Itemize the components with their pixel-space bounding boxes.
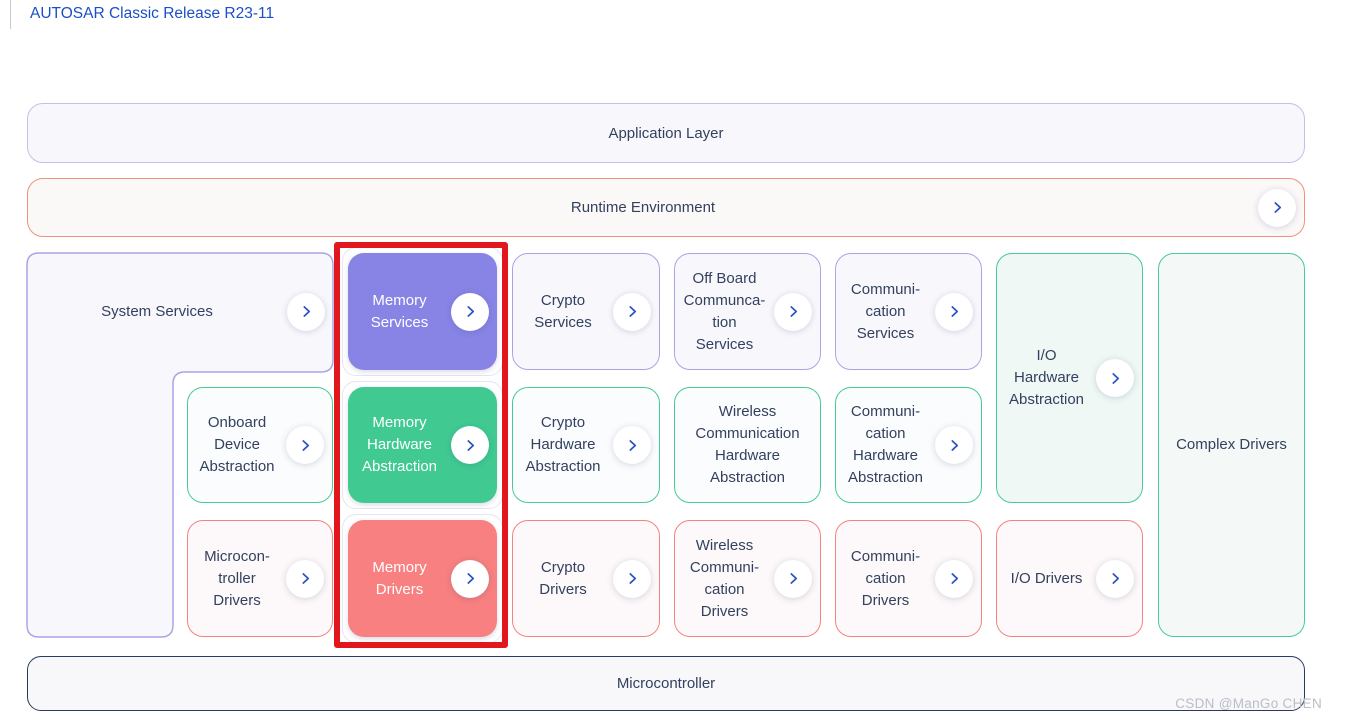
layer-runtime-environment[interactable]: Runtime Environment [27, 178, 1305, 237]
block-label: Crypto Services [534, 291, 592, 331]
block-label: Onboard Device Abstraction [199, 414, 275, 475]
block-communication-drivers[interactable]: Communi- cation Drivers [835, 520, 982, 637]
layer-label: Application Layer [608, 124, 724, 142]
chevron-right-icon[interactable] [613, 426, 651, 464]
block-onboard-device-abstraction[interactable]: Onboard Device Abstraction [187, 387, 333, 503]
chevron-right-icon[interactable] [287, 292, 325, 331]
block-wireless-communication-hardware-abstraction: Wireless Communication Hardware Abstract… [674, 387, 821, 503]
window-edge-divider [10, 0, 11, 29]
block-crypto-drivers[interactable]: Crypto Drivers [512, 520, 660, 637]
chevron-right-icon[interactable] [613, 559, 651, 598]
block-system-services[interactable]: System Services [27, 253, 333, 370]
block-off-board-communication-services[interactable]: Off Board Communca- tion Services [674, 253, 821, 370]
layer-label: Microcontroller [616, 675, 716, 692]
block-label: Memory Hardware Abstraction [361, 414, 438, 475]
block-wireless-communication-drivers[interactable]: Wireless Communi- cation Drivers [674, 520, 821, 637]
block-label: Communi- cation Drivers [850, 547, 921, 609]
chevron-right-icon[interactable] [1096, 559, 1134, 598]
chevron-right-icon[interactable] [451, 426, 489, 464]
block-label: Wireless Communi- cation Drivers [689, 536, 760, 620]
block-memory-drivers[interactable]: Memory Drivers [348, 520, 497, 637]
page-title[interactable]: AUTOSAR Classic Release R23-11 [30, 5, 275, 22]
block-communication-hardware-abstraction[interactable]: Communi- cation Hardware Abstraction [835, 387, 982, 503]
block-label: Crypto Hardware Abstraction [525, 414, 601, 475]
block-label: I/O Hardware Abstraction [1008, 347, 1085, 408]
layer-microcontroller: Microcontroller [27, 656, 1305, 711]
chevron-right-icon[interactable] [774, 559, 812, 598]
layer-application: Application Layer [27, 103, 1305, 163]
block-label: System Services [101, 302, 213, 320]
chevron-right-icon[interactable] [935, 292, 973, 331]
chevron-right-icon[interactable] [286, 426, 324, 464]
block-crypto-hardware-abstraction[interactable]: Crypto Hardware Abstraction [512, 387, 660, 503]
block-label: Communi- cation Services [850, 280, 921, 342]
block-memory-services[interactable]: Memory Services [348, 253, 497, 370]
chevron-right-icon[interactable] [451, 292, 489, 331]
system-services-shape [26, 252, 334, 638]
block-label: Off Board Communca- tion Services [683, 269, 766, 353]
block-communication-services[interactable]: Communi- cation Services [835, 253, 982, 370]
watermark: CSDN @ManGo CHEN [1175, 696, 1322, 711]
chevron-right-icon[interactable] [613, 292, 651, 331]
chevron-right-icon[interactable] [451, 559, 489, 598]
block-memory-hardware-abstraction[interactable]: Memory Hardware Abstraction [348, 387, 497, 503]
layer-label: Runtime Environment [570, 199, 716, 216]
block-label: Crypto Drivers [539, 558, 587, 598]
block-label: Complex Drivers [1176, 436, 1287, 453]
chevron-right-icon[interactable] [1258, 188, 1296, 227]
block-label: Memory Services [370, 291, 429, 331]
block-crypto-services[interactable]: Crypto Services [512, 253, 660, 370]
block-label: I/O Drivers [1010, 569, 1083, 587]
chevron-right-icon[interactable] [935, 426, 973, 464]
chevron-right-icon[interactable] [774, 292, 812, 331]
chevron-right-icon[interactable] [1096, 359, 1134, 397]
block-label: Memory Drivers [372, 558, 427, 598]
block-label: Wireless Communication Hardware Abstract… [695, 403, 800, 486]
chevron-right-icon[interactable] [286, 559, 324, 598]
block-label: Microcon- troller Drivers [204, 547, 270, 609]
chevron-right-icon[interactable] [935, 559, 973, 598]
block-io-hardware-abstraction[interactable]: I/O Hardware Abstraction [996, 253, 1143, 503]
block-io-drivers[interactable]: I/O Drivers [996, 520, 1143, 637]
block-complex-drivers: Complex Drivers [1158, 253, 1305, 637]
block-label: Communi- cation Hardware Abstraction [847, 403, 924, 486]
block-microcontroller-drivers[interactable]: Microcon- troller Drivers [187, 520, 333, 637]
